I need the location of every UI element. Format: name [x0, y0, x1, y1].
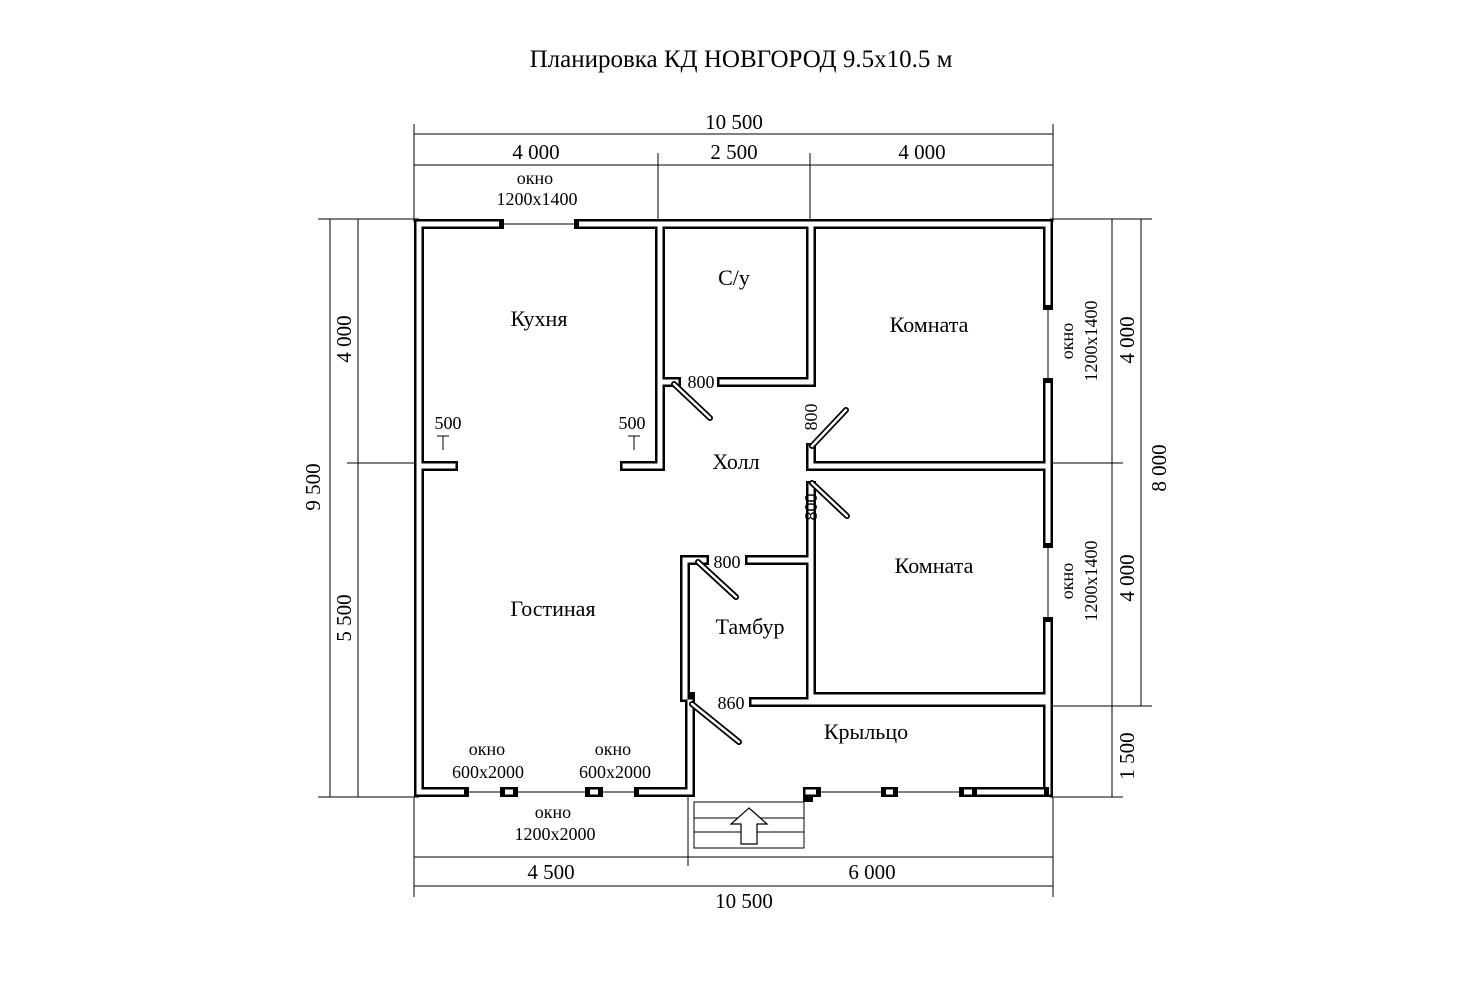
dimension-lines — [318, 124, 1152, 897]
door-swings — [671, 381, 850, 745]
room-bathroom: С/у — [718, 265, 750, 290]
entrance-arrow-icon — [729, 807, 769, 845]
dim-left-upper: 4 000 — [332, 315, 356, 362]
dim-top-total: 10 500 — [705, 110, 763, 134]
door-bath-size: 800 — [688, 372, 715, 392]
opening-kitchen-left: 500 — [435, 413, 462, 433]
dim-right-middle: 4 000 — [1115, 554, 1139, 601]
dim-right-lower: 1 500 — [1115, 732, 1139, 779]
window-top-label: окно — [517, 168, 553, 188]
dim-left-total: 9 500 — [301, 463, 325, 510]
room-porch: Крыльцо — [824, 719, 908, 744]
dim-top-right: 4 000 — [898, 140, 945, 164]
window-bottom-center-label: окно — [535, 802, 571, 822]
window-right-lower-label: окно — [1057, 563, 1077, 599]
dim-left-lower: 5 500 — [332, 594, 356, 641]
dim-top-left: 4 000 — [512, 140, 559, 164]
window-right-upper-label: окно — [1057, 323, 1077, 359]
walls — [414, 219, 1053, 802]
window-top-size: 1200х1400 — [497, 189, 578, 209]
dim-right-total: 8 000 — [1147, 444, 1171, 491]
window-bottom-mid-label: окно — [595, 739, 631, 759]
dim-bottom-total: 10 500 — [715, 889, 773, 913]
opening-kitchen-right: 500 — [619, 413, 646, 433]
room-bedroom-1: Комната — [890, 312, 969, 337]
dim-bottom-right: 6 000 — [848, 860, 895, 884]
window-openings — [464, 219, 1053, 797]
door-room2-size: 800 — [801, 494, 821, 521]
door-entry-size: 860 — [718, 693, 745, 713]
window-right-upper-size: 1200х1400 — [1081, 301, 1101, 382]
dim-top-mid: 2 500 — [710, 140, 757, 164]
window-bottom-left-size: 600х2000 — [452, 762, 524, 782]
window-bottom-mid-size: 600х2000 — [579, 762, 651, 782]
window-bottom-left-label: окно — [469, 739, 505, 759]
window-right-lower-size: 1200х1400 — [1081, 541, 1101, 622]
room-living: Гостиная — [510, 596, 595, 621]
window-bottom-center-size: 1200х2000 — [515, 824, 596, 844]
page-title: Планировка КД НОВГОРОД 9.5х10.5 м — [530, 46, 953, 73]
door-vestibule-size: 800 — [714, 552, 741, 572]
room-hall: Холл — [712, 449, 759, 474]
dim-right-upper: 4 000 — [1115, 316, 1139, 363]
room-kitchen: Кухня — [511, 306, 568, 331]
dim-bottom-left: 4 500 — [527, 860, 574, 884]
opening-markers — [437, 435, 640, 450]
room-vestibule: Тамбур — [716, 614, 785, 639]
room-bedroom-2: Комната — [895, 553, 974, 578]
door-room1-size: 800 — [801, 404, 821, 431]
